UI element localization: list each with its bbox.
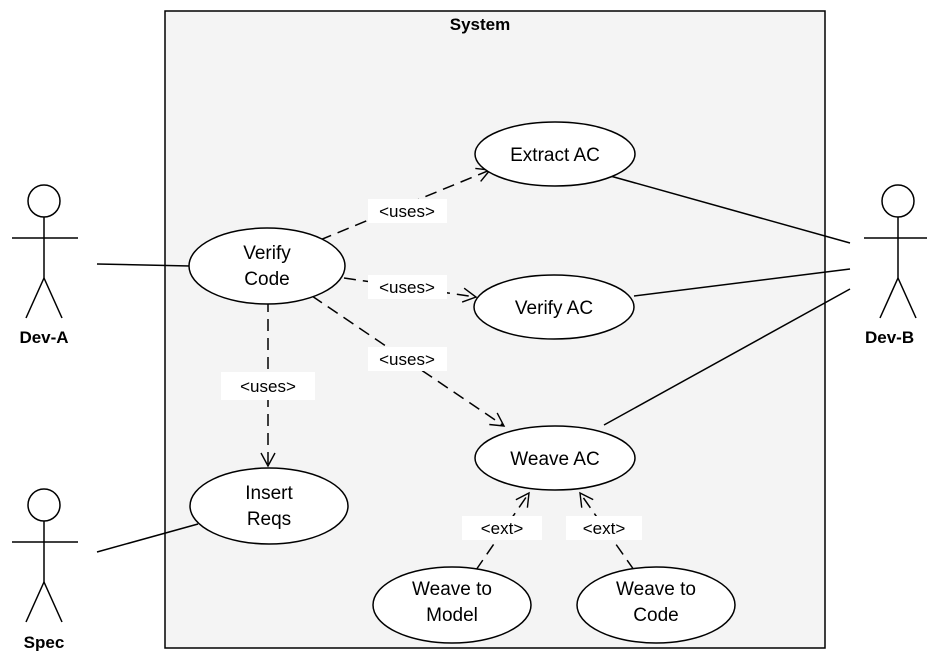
system-boundary (164, 10, 826, 649)
use-case-label: Weave AC (510, 449, 599, 470)
label-uses-extract: <uses> (379, 202, 435, 221)
actor-name: Dev-A (19, 328, 68, 347)
use-case-label: Extract AC (510, 145, 600, 166)
actor-spec[interactable]: Spec (12, 488, 78, 651)
stick-figure-icon (12, 184, 78, 319)
use-case-label: Verify AC (515, 298, 593, 319)
actor-dev-a[interactable]: Dev-A (12, 184, 78, 347)
use-case-weave-ac[interactable]: Weave AC (474, 425, 636, 491)
use-case-label: Verify (243, 243, 291, 264)
use-case-label: Weave to (616, 579, 696, 600)
use-case-label: Weave to (412, 579, 492, 600)
assoc-verify-ac-dev-b (633, 268, 851, 297)
label-uses-verify-ac: <uses> (379, 278, 435, 297)
label-uses-insert: <uses> (240, 377, 296, 396)
stick-figure-icon (12, 488, 78, 623)
system-title: System (450, 15, 510, 34)
actor-name: Dev-B (865, 328, 914, 347)
use-case-insert-reqs[interactable]: Insert Reqs (189, 467, 349, 545)
use-case-verify-code[interactable]: Verify Code (188, 227, 346, 305)
use-case-label: Code (244, 269, 289, 290)
label-ext-code: <ext> (583, 519, 626, 538)
assoc-weave-ac-dev-b (603, 288, 851, 426)
use-case-label: Code (633, 605, 678, 626)
stick-figure-icon (864, 184, 927, 319)
label-ext-model: <ext> (481, 519, 524, 538)
use-case-verify-ac[interactable]: Verify AC (473, 274, 635, 340)
use-case-weave-to-code[interactable]: Weave to Code (576, 566, 736, 644)
assoc-spec-insert-reqs (96, 523, 199, 553)
use-case-weave-to-model[interactable]: Weave to Model (372, 566, 532, 644)
uses-arrow-extract-ac (319, 167, 492, 241)
actor-dev-b[interactable]: Dev-B (864, 184, 927, 347)
label-uses-weave: <uses> (379, 350, 435, 369)
assoc-dev-a-verify-code (96, 263, 191, 267)
use-case-extract-ac[interactable]: Extract AC (474, 121, 636, 187)
use-case-label: Model (426, 605, 478, 626)
actor-name: Spec (24, 633, 65, 651)
use-case-label: Reqs (247, 509, 291, 530)
assoc-extract-ac-dev-b (595, 171, 851, 244)
use-case-label: Insert (245, 483, 293, 504)
